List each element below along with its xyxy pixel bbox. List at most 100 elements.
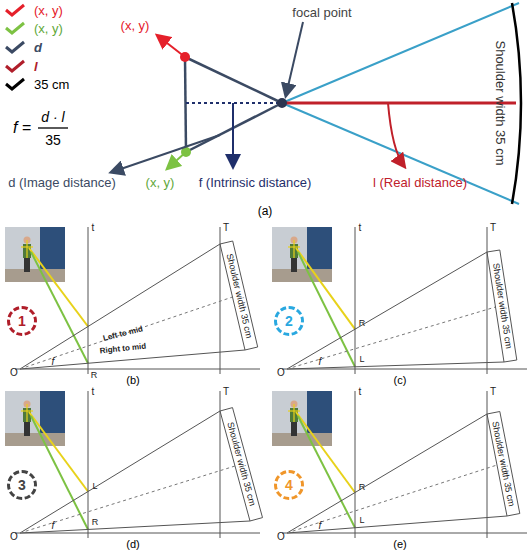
axis-label: l (Real distance)	[373, 176, 467, 189]
axis-label: T	[223, 387, 229, 397]
pinhole-model-part	[158, 36, 185, 57]
panel-d-part	[31, 416, 88, 530]
panel-e-part	[287, 516, 507, 533]
panel-caption: (a)	[258, 205, 273, 217]
panel-c-part	[298, 252, 355, 367]
panel-caption: (d)	[126, 539, 139, 550]
panel-b-part	[24, 258, 30, 272]
panel-b-part	[26, 240, 27, 258]
callout-circle: 2	[274, 306, 304, 336]
point-label: (x, y)	[146, 176, 175, 189]
panel-c-part	[272, 227, 332, 282]
origin-label: O	[277, 532, 285, 542]
axis-label: d (Image distance)	[8, 176, 116, 189]
legend-check-stroke	[6, 23, 24, 33]
panel-d-part	[29, 412, 88, 492]
pinhole-model	[38, 3, 521, 204]
panel-e-part	[287, 465, 497, 533]
panel-b-part	[220, 241, 258, 350]
panel-b-part	[31, 252, 88, 363]
panel-caption: (c)	[394, 375, 407, 386]
ray-label: Right to mid	[99, 343, 146, 356]
panel-b-part	[88, 227, 89, 374]
axis-label: T	[490, 387, 496, 397]
dimension-label: Shoulder width 35 cm	[491, 420, 516, 507]
ray-label: Left to mid	[102, 325, 144, 343]
panel-b-part	[20, 244, 220, 369]
pinhole-model-part	[185, 57, 186, 152]
panel-d-part	[20, 466, 235, 533]
pinhole-model-part	[277, 98, 287, 108]
panel-d-part	[15, 533, 260, 534]
pinhole-model-part	[185, 57, 282, 103]
panel-c	[272, 227, 527, 374]
panel-c-part	[287, 307, 496, 369]
legend-text: l	[34, 60, 38, 73]
focal-label: f	[319, 521, 322, 531]
panel-b-part	[5, 269, 65, 282]
legend-check-stroke	[6, 42, 24, 52]
panel-d-part	[88, 391, 89, 538]
panel-d	[5, 391, 263, 538]
panel-b-part	[21, 246, 33, 247]
formula-term: d · l	[41, 110, 64, 124]
panel-e-part	[298, 416, 355, 528]
panel-e-part	[288, 410, 300, 411]
dimension-label: Shoulder width 35 cm	[491, 263, 513, 350]
pinhole-model-part	[282, 102, 516, 105]
formula-term: 35	[45, 133, 61, 147]
panel-d-part	[21, 410, 33, 411]
panel-e-part	[282, 533, 527, 534]
panel-c-part	[487, 250, 517, 362]
pinhole-model-part	[168, 152, 186, 168]
panel-c-part	[487, 227, 488, 374]
legend-text: (x, y)	[34, 22, 63, 35]
dimension-label: Shoulder width 35 cm	[226, 421, 258, 507]
legend-check	[4, 40, 26, 54]
panel-b-part	[20, 350, 245, 369]
panel-c-part	[288, 246, 300, 247]
focal-label: f	[52, 357, 55, 367]
axis-label: t	[92, 387, 95, 397]
panel-d-part	[26, 404, 27, 422]
panel-c-part	[272, 269, 332, 282]
panel-c-part	[282, 369, 527, 370]
panel-e-part	[487, 391, 488, 538]
callout-circle: 3	[7, 470, 37, 500]
panel-caption: (b)	[126, 375, 139, 386]
panel-c-part	[291, 258, 297, 272]
panel-b-part	[29, 248, 88, 327]
panel-d-part	[220, 408, 263, 521]
panel-e-part	[272, 433, 332, 446]
panel-d-part	[24, 422, 30, 436]
legend-check-stroke	[6, 5, 24, 15]
pinhole-model-part	[282, 103, 519, 204]
panel-e-part	[296, 412, 355, 493]
callout-number: 1	[18, 313, 26, 329]
panel-c-part	[355, 227, 356, 374]
point-label: R	[91, 371, 98, 380]
point-label: R	[92, 517, 99, 526]
legend-text: 35 cm	[34, 78, 69, 91]
point-label: R	[359, 482, 366, 491]
axis-label: t	[92, 223, 95, 233]
pinhole-model-part	[388, 103, 404, 166]
panel-d-part	[5, 433, 65, 446]
formula-term: f =	[13, 120, 31, 136]
axis-label: f (Intrinsic distance)	[199, 176, 312, 189]
pinhole-model-part	[38, 127, 68, 128]
point-label: L	[359, 354, 364, 363]
callout-circle: 4	[274, 470, 304, 500]
point-label: (x, y)	[121, 19, 150, 32]
legend-text: (x, y)	[34, 4, 63, 17]
origin-label: O	[277, 368, 285, 378]
panel-d-part	[20, 521, 250, 533]
callout-circle: 1	[7, 306, 37, 336]
legend-check-stroke	[6, 79, 24, 89]
panel-e-part	[291, 422, 297, 436]
dimension-label: Shoulder width 35 cm	[494, 40, 507, 165]
axis-label: t	[359, 223, 362, 233]
pinhole-model-part	[286, 22, 303, 95]
panel-c-part	[296, 248, 355, 329]
legend-check-stroke	[6, 61, 24, 71]
